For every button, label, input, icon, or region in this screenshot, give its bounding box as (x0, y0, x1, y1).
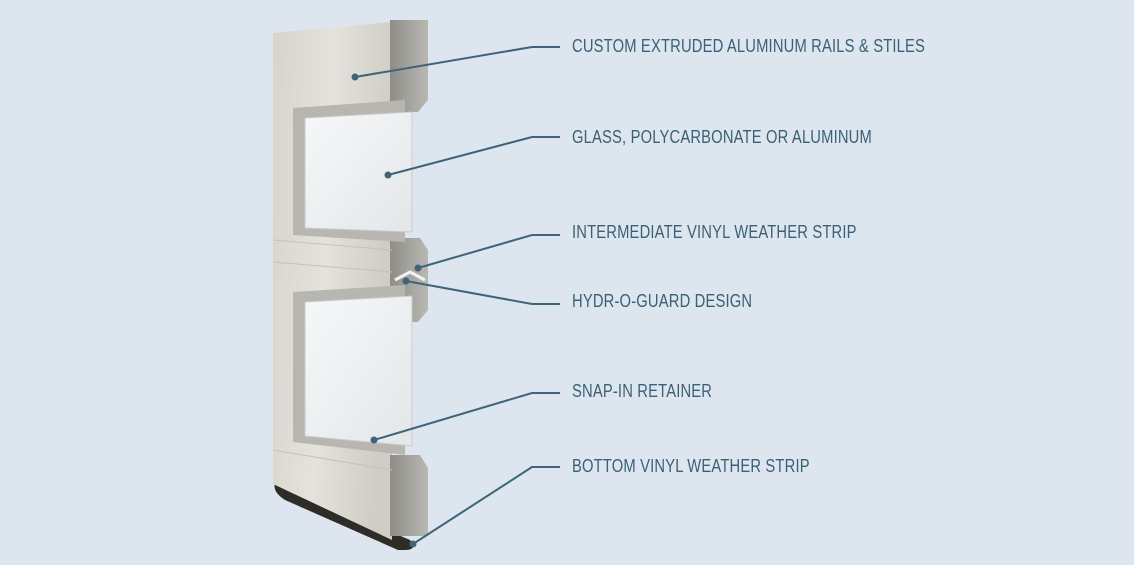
callout-label-glass: GLASS, POLYCARBONATE OR ALUMINUM (572, 127, 872, 147)
upper-glass (304, 111, 413, 233)
callout-label-intermediate-strip: INTERMEDIATE VINYL WEATHER STRIP (572, 222, 857, 242)
callout-line-intermediate-strip (417, 234, 560, 269)
callout-line-rails (354, 46, 560, 78)
callout-line-hydroguard (405, 280, 560, 305)
callout-label-bottom-strip: BOTTOM VINYL WEATHER STRIP (572, 456, 810, 476)
callout-lines (354, 46, 560, 545)
callout-label-rails: CUSTOM EXTRUDED ALUMINUM RAILS & STILES (572, 36, 926, 56)
aluminum-front-face (273, 22, 392, 540)
callout-line-glass (387, 136, 560, 176)
top-rail-profile (390, 20, 428, 112)
callout-dots (351, 73, 422, 548)
callout-label-hydroguard: HYDR-O-GUARD DESIGN (572, 291, 753, 311)
callout-line-retainer (373, 392, 560, 441)
callout-line-bottom-strip (412, 466, 560, 545)
callout-label-retainer: SNAP-IN RETAINER (572, 381, 713, 401)
lower-glass (304, 295, 413, 447)
bottom-rail-profile (390, 455, 428, 536)
